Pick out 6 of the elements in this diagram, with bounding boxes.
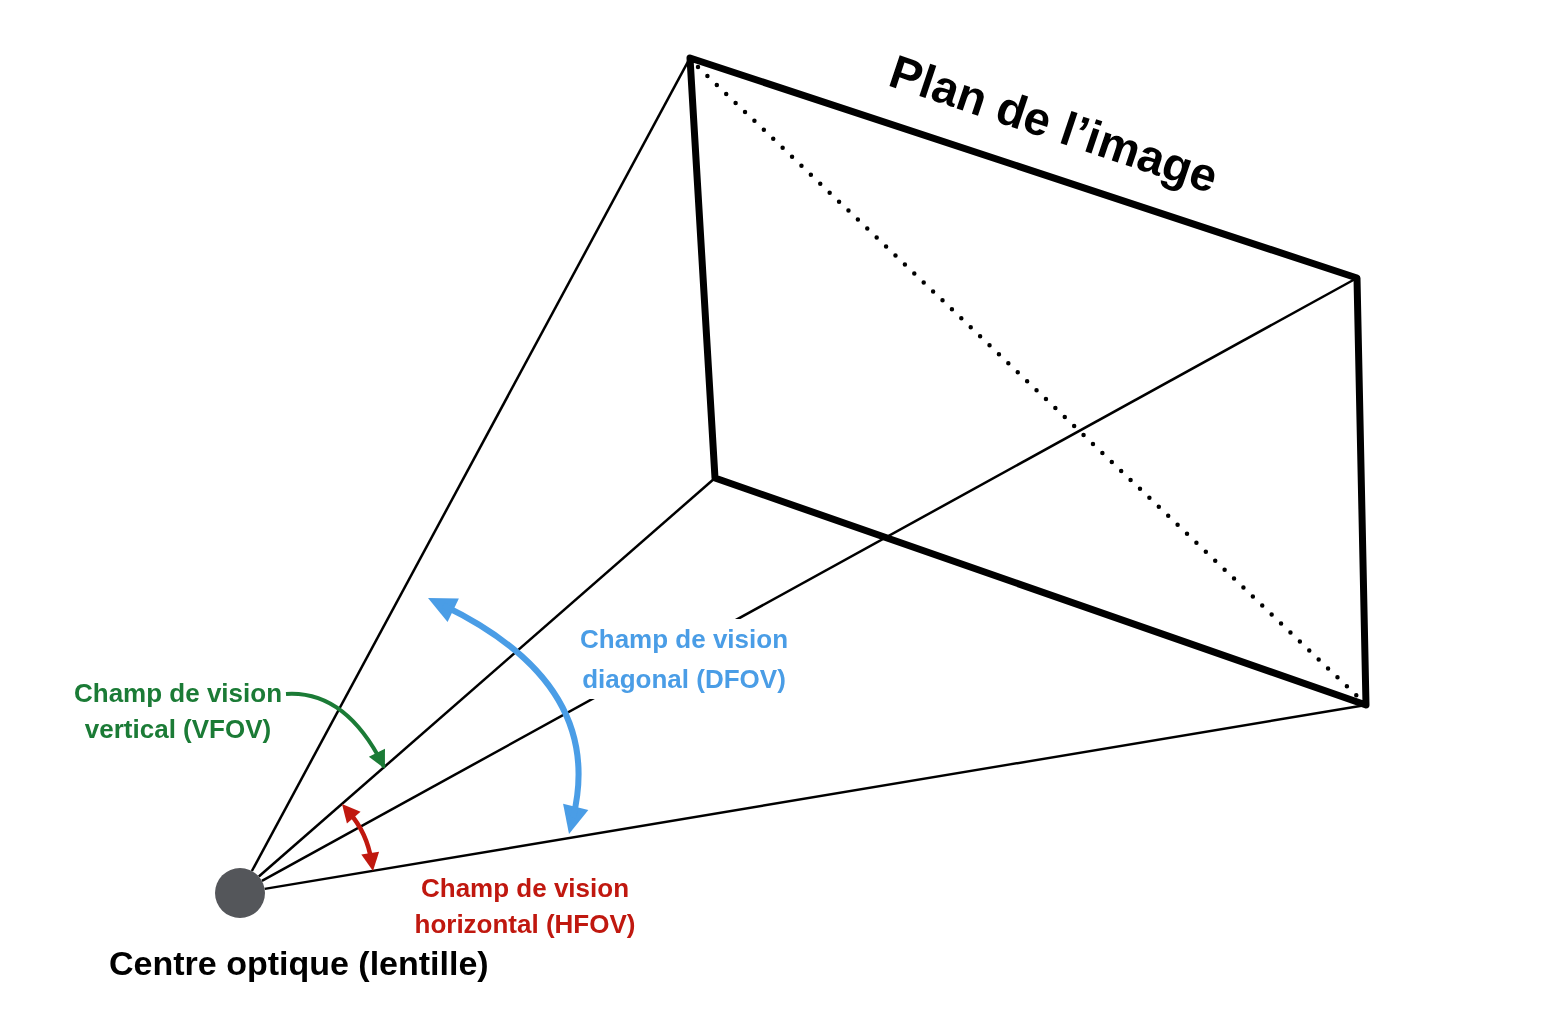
ray-line: [258, 477, 716, 878]
node-caption: Centre optique (lentille): [109, 943, 489, 984]
lens-dot: [215, 868, 265, 918]
leader-arrow: [285, 691, 386, 769]
annotation-text: Champ de vision vertical (VFOV): [70, 675, 286, 747]
ray-line: [250, 61, 690, 872]
